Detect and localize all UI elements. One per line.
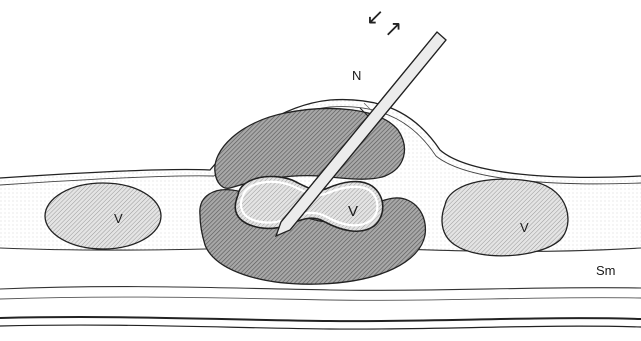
serosa-line-1 [0,317,641,321]
muscle-line-2 [0,297,641,300]
vein-right [442,179,568,256]
arrow-withdraw: ↗ [384,17,402,42]
needle-label: N [352,68,361,83]
vein-left-label: V [114,211,123,226]
vein-center-label: V [348,203,358,220]
submucosa-label: Sm [596,263,616,278]
arrow-insert: ↙ [366,5,384,30]
vein-left [45,183,161,249]
serosa-line-2 [0,325,641,329]
vein-right-label: V [520,220,529,235]
muscle-line-1 [0,287,641,291]
